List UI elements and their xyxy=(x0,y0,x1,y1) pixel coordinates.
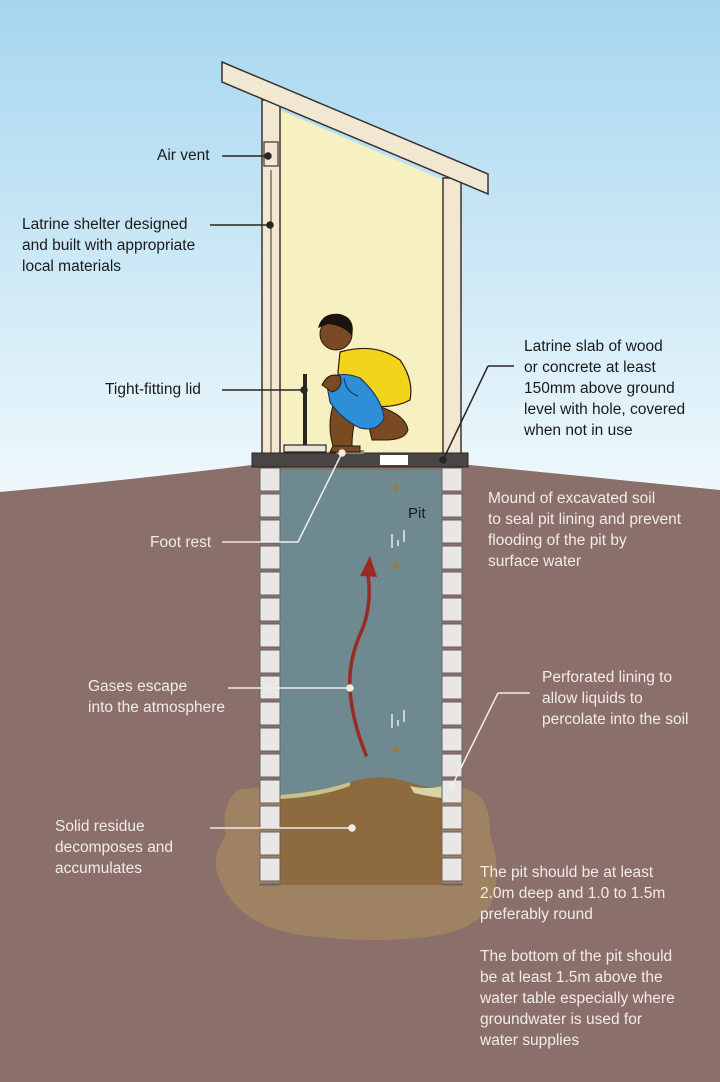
water-table-note: The bottom of the pit should be at least… xyxy=(480,948,675,1049)
pit-lining-left xyxy=(259,467,281,886)
lining-brick xyxy=(441,623,463,648)
leader-lining-diag xyxy=(451,692,499,787)
foot-rest-label: Foot rest xyxy=(150,534,212,551)
drip-marks xyxy=(391,530,405,728)
lining-brick xyxy=(259,649,281,674)
lining-brick xyxy=(441,493,463,518)
lining-label: Perforated lining to allow liquids to pe… xyxy=(542,669,689,728)
lining-brick xyxy=(259,857,281,882)
sludge-liquid-right xyxy=(410,786,442,798)
person-squatting xyxy=(318,313,412,453)
mound-label: Mound of excavated soil to seal pit lini… xyxy=(488,490,682,570)
lining-brick xyxy=(441,805,463,830)
solid-residue-label: Solid residue decomposes and accumulates xyxy=(55,818,174,877)
lining-brick xyxy=(441,701,463,726)
gases-label: Gases escape into the atmosphere xyxy=(88,678,226,716)
leader-dot xyxy=(448,782,456,790)
lining-brick xyxy=(441,467,463,492)
lining-brick xyxy=(441,649,463,674)
slab-label: Latrine slab of wood or concrete at leas… xyxy=(524,338,686,439)
lining-brick xyxy=(441,857,463,882)
leader-dot xyxy=(439,456,447,464)
lining-brick xyxy=(259,467,281,492)
shelter-label: Latrine shelter designed and built with … xyxy=(22,216,196,275)
lining-brick xyxy=(259,883,281,886)
particle xyxy=(393,746,399,752)
lining-brick xyxy=(259,571,281,596)
roof xyxy=(221,60,489,196)
lining-brick xyxy=(441,675,463,700)
particle xyxy=(393,485,399,491)
gas-arrow-head xyxy=(360,556,377,577)
leader-dot xyxy=(300,386,308,394)
lining-brick xyxy=(259,597,281,622)
latrine-slab xyxy=(251,452,469,468)
lining-brick xyxy=(259,753,281,778)
lining-brick xyxy=(259,831,281,856)
shelter-post-right xyxy=(442,177,462,457)
lining-brick xyxy=(259,519,281,544)
squat-hole xyxy=(380,455,408,465)
lining-brick xyxy=(441,597,463,622)
particle xyxy=(393,563,399,569)
lining-brick xyxy=(259,545,281,570)
lining-brick xyxy=(441,571,463,596)
leader-dot xyxy=(348,824,356,832)
lining-brick xyxy=(259,805,281,830)
sludge-liquid xyxy=(280,782,350,799)
pit-depth-note: The pit should be at least 2.0m deep and… xyxy=(480,864,666,923)
lining-brick xyxy=(441,545,463,570)
leader-foot-rest-diag xyxy=(297,452,343,543)
lining-brick xyxy=(441,727,463,752)
tight-fitting-lid xyxy=(283,444,327,453)
leader-dot xyxy=(346,684,354,692)
pit-lining-right xyxy=(441,467,463,886)
leader-dot xyxy=(266,221,274,229)
lining-brick xyxy=(441,753,463,778)
lining-brick xyxy=(259,701,281,726)
lining-brick xyxy=(259,493,281,518)
gas-arrow xyxy=(348,573,371,757)
lid-label: Tight-fitting lid xyxy=(105,381,201,398)
leader-dot xyxy=(264,152,272,160)
leader-slab-diag xyxy=(442,365,489,461)
lining-brick xyxy=(441,883,463,886)
lining-brick xyxy=(441,831,463,856)
leader-dot xyxy=(338,449,346,457)
sludge xyxy=(280,777,442,885)
pit-label: Pit xyxy=(408,505,426,522)
lining-brick xyxy=(259,779,281,804)
lining-brick xyxy=(441,779,463,804)
lining-brick xyxy=(259,727,281,752)
lining-brick xyxy=(259,623,281,648)
lining-brick xyxy=(441,519,463,544)
air-vent-label: Air vent xyxy=(157,147,210,164)
